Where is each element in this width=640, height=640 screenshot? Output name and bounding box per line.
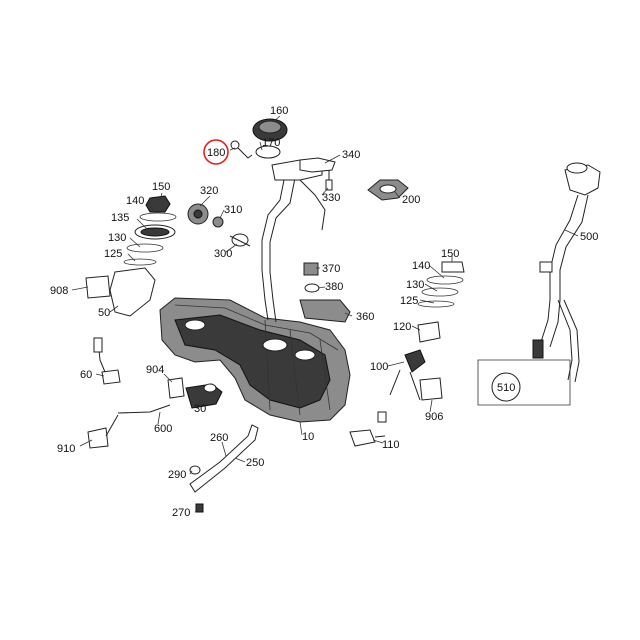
filler-pipe [532,162,601,383]
label-260: 260 [210,432,228,444]
label-310: 310 [224,204,242,216]
bolt [325,170,333,191]
label-300: 300 [214,248,232,260]
label-270: 270 [172,507,190,519]
pump-stack-left [85,195,177,317]
label-140-left: 140 [126,195,144,207]
label-50: 50 [98,307,110,319]
label-370: 370 [322,263,340,275]
panel-outline [477,359,571,406]
fuel-cap [252,118,288,142]
callout-labels: 160 170 180 340 330 200 150 140 135 130 … [50,105,598,519]
label-10: 10 [302,431,314,443]
level-sensor [93,337,121,385]
label-290: 290 [168,469,186,481]
label-130-left: 130 [108,232,126,244]
label-330: 330 [322,192,340,204]
label-320: 320 [200,185,218,197]
label-910: 910 [57,443,75,455]
label-904: 904 [146,364,164,376]
label-908: 908 [50,285,68,297]
label-200: 200 [402,194,420,206]
label-906: 906 [425,411,443,423]
label-600: 600 [154,423,172,435]
label-250: 250 [246,457,264,469]
filler-hose-center [261,159,326,323]
sensor-lead [87,404,171,449]
cap-strap [230,140,253,159]
label-510: 510 [497,382,515,394]
pump-module [167,377,223,409]
label-135: 135 [111,212,129,224]
highlight-circle [203,139,229,165]
label-500: 500 [580,231,598,243]
pump-parts [187,203,251,247]
label-140-right: 140 [412,260,430,272]
label-380: 380 [325,281,343,293]
mounting-plate [299,157,336,173]
label-170: 170 [262,137,280,149]
label-125-left: 125 [104,248,122,260]
label-120: 120 [393,321,411,333]
part-ring [491,372,521,402]
tank-strap [189,424,259,513]
label-110: 110 [382,439,400,451]
valve [349,411,387,447]
label-340: 340 [342,149,360,161]
label-100: 100 [370,361,388,373]
label-180: 180 [207,147,225,159]
label-150-right: 150 [441,248,459,260]
label-125-right: 125 [400,295,418,307]
pump-stack-right [389,261,465,401]
leader-lines [71,115,579,513]
label-130-right: 130 [406,279,424,291]
fuel-tank [159,297,351,423]
clip-parts [299,262,351,323]
label-150-left: 150 [152,181,170,193]
label-160: 160 [270,105,288,117]
label-60: 60 [80,369,92,381]
label-360: 360 [356,311,374,323]
label-30: 30 [194,403,206,415]
